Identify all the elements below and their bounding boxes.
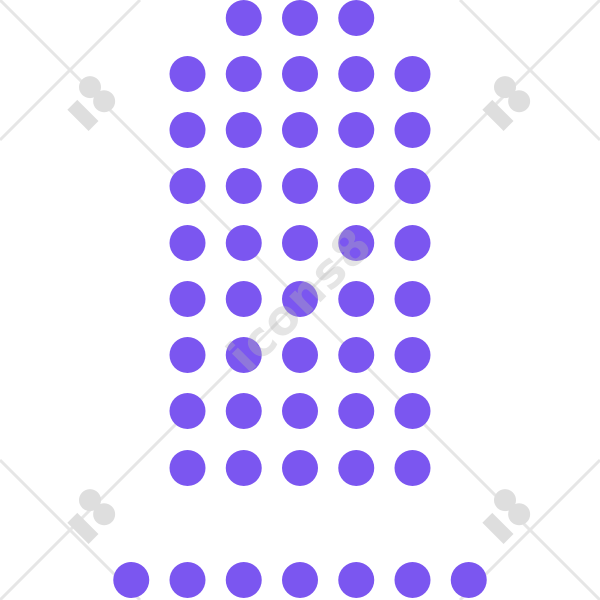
dot (282, 168, 318, 204)
dot (282, 0, 318, 36)
dot (225, 562, 262, 598)
dot (394, 450, 431, 486)
dot (225, 0, 262, 36)
dot (225, 112, 262, 148)
dot (282, 225, 318, 261)
dot (169, 56, 206, 92)
dot (113, 562, 150, 598)
dot (338, 168, 375, 204)
dot (225, 281, 262, 317)
dot (282, 281, 318, 317)
dot (282, 393, 318, 429)
dot (225, 168, 262, 204)
dot (338, 450, 375, 486)
dot (282, 450, 318, 486)
dot (169, 337, 206, 373)
dot (225, 393, 262, 429)
dot (169, 562, 206, 598)
icons8-logo-icon (482, 489, 531, 544)
dot (169, 281, 206, 317)
dot (338, 562, 375, 598)
dot (169, 225, 206, 261)
dot (169, 168, 206, 204)
dot (394, 562, 431, 598)
dot (338, 112, 375, 148)
dot (394, 168, 431, 204)
dot (338, 337, 375, 373)
dot (282, 337, 318, 373)
dot (394, 225, 431, 261)
dot (338, 281, 375, 317)
dot (338, 393, 375, 429)
dot (169, 112, 206, 148)
icons8-logo-icon (67, 489, 116, 544)
dot (394, 337, 431, 373)
dot (450, 562, 487, 598)
dot (225, 225, 262, 261)
dot (225, 337, 262, 373)
dot (282, 56, 318, 92)
icons8-logo-icon (482, 76, 531, 131)
dot (282, 562, 318, 598)
icons8-logo-icon (67, 76, 116, 131)
dot (338, 225, 375, 261)
dot (225, 450, 262, 486)
dot (338, 0, 375, 36)
dot (394, 112, 431, 148)
dot (169, 393, 206, 429)
dot (394, 56, 431, 92)
dot (338, 56, 375, 92)
dot (282, 112, 318, 148)
dot (394, 393, 431, 429)
dot (225, 56, 262, 92)
dot (169, 450, 206, 486)
dot (394, 281, 431, 317)
